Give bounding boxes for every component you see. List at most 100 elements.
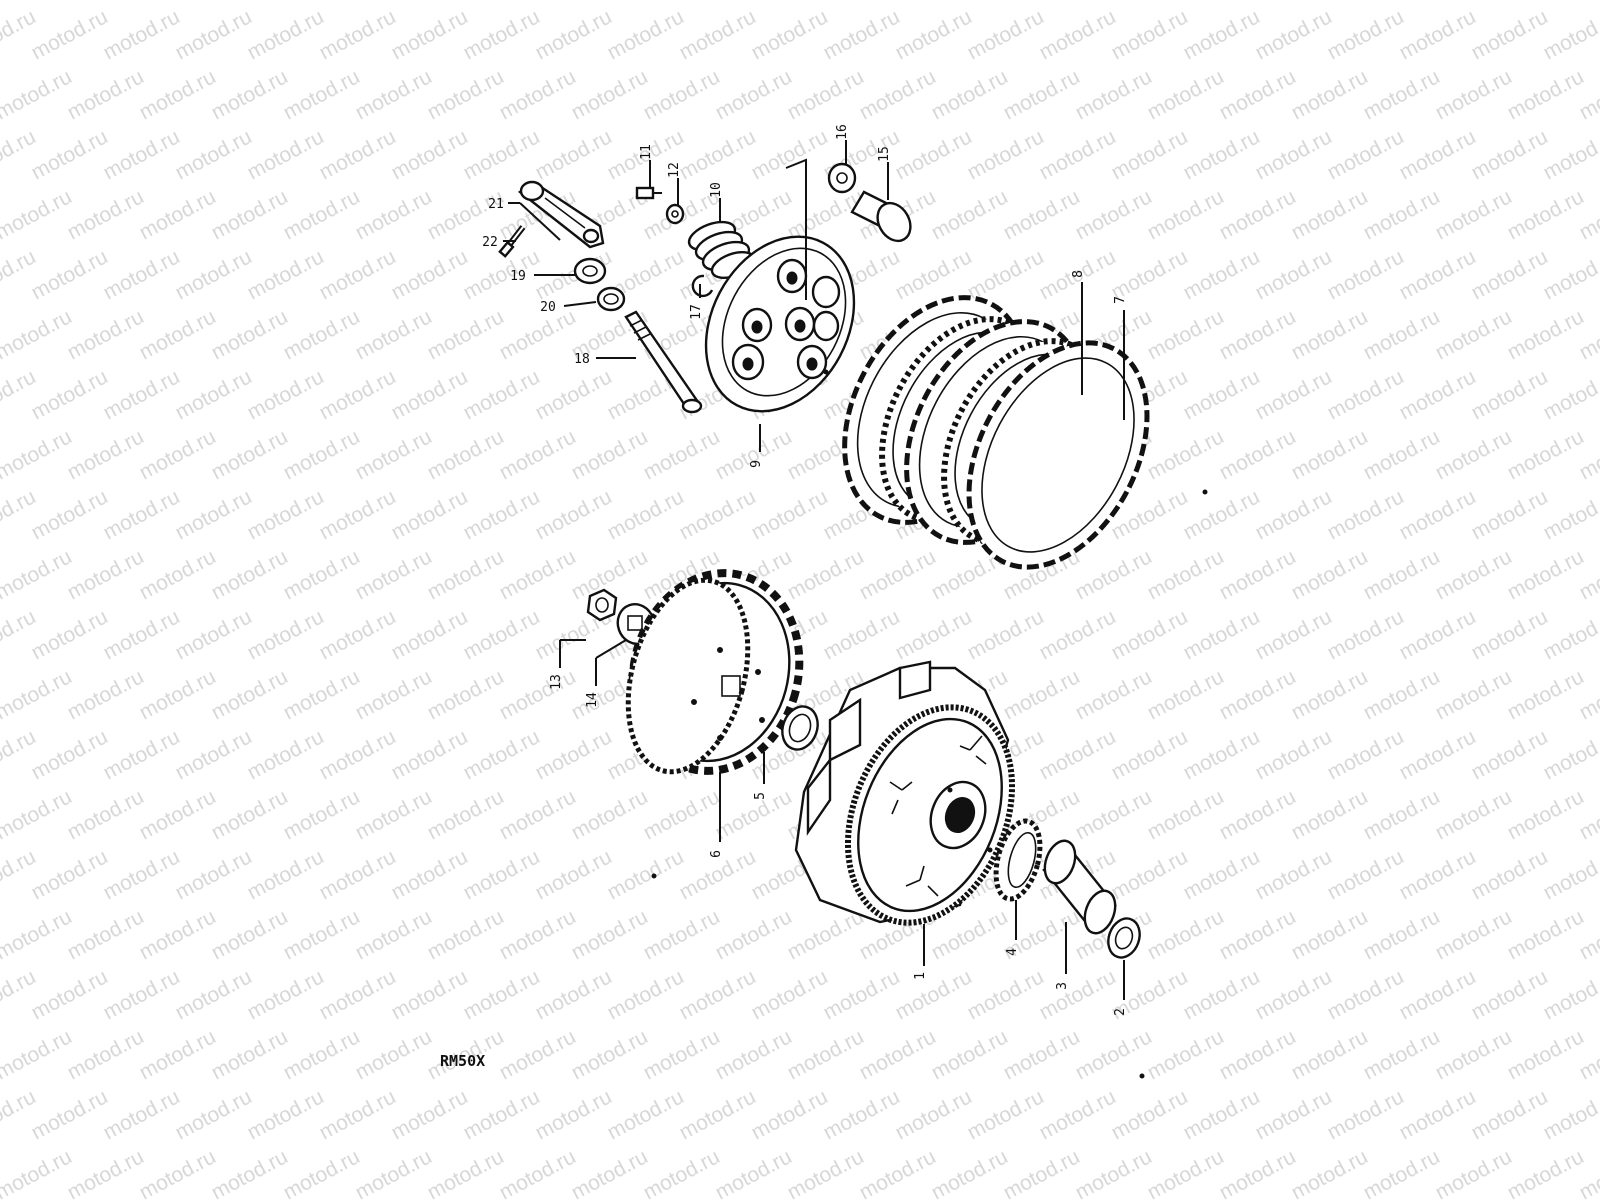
watermark-text: motod.ru bbox=[748, 125, 832, 184]
watermark-text: motod.ru bbox=[424, 785, 508, 844]
watermark-text: motod.ru bbox=[100, 485, 184, 544]
watermark-text: motod.ru bbox=[1252, 845, 1336, 904]
watermark-text: motod.ru bbox=[1324, 485, 1408, 544]
watermark-text: motod.ru bbox=[172, 365, 256, 424]
watermark-text: motod.ru bbox=[892, 965, 976, 1024]
watermark-text: motod.ru bbox=[136, 545, 220, 604]
watermark-text: motod.ru bbox=[64, 665, 148, 724]
watermark-text: motod.ru bbox=[1432, 785, 1516, 844]
watermark-text: motod.ru bbox=[208, 185, 292, 244]
watermark-text: motod.ru bbox=[532, 485, 616, 544]
watermark-text: motod.ru bbox=[1252, 125, 1336, 184]
watermark-text: motod.ru bbox=[280, 905, 364, 964]
watermark-text: motod.ru bbox=[1468, 965, 1552, 1024]
watermark-text: motod.ru bbox=[1144, 785, 1228, 844]
watermark-text: motod.ru bbox=[1396, 845, 1480, 904]
watermark-text: motod.ru bbox=[1576, 0, 1600, 4]
watermark-text: motod.ru bbox=[1000, 0, 1084, 4]
watermark-text: motod.ru bbox=[1288, 1025, 1372, 1084]
watermark-text: motod.ru bbox=[352, 425, 436, 484]
watermark-text: motod.ru bbox=[1000, 1145, 1084, 1200]
watermark-text: motod.ru bbox=[1144, 905, 1228, 964]
watermark-text: motod.ru bbox=[1432, 185, 1516, 244]
callout-13: 13 bbox=[549, 674, 564, 690]
watermark-text: motod.ru bbox=[748, 965, 832, 1024]
watermark-text: motod.ru bbox=[1216, 1025, 1300, 1084]
watermark-text: motod.ru bbox=[388, 845, 472, 904]
watermark-text: motod.ru bbox=[100, 845, 184, 904]
watermark-text: motod.ru bbox=[1324, 845, 1408, 904]
watermark-text: motod.ru bbox=[1108, 1085, 1192, 1144]
watermark-text: motod.ru bbox=[604, 485, 688, 544]
watermark-text: motod.ru bbox=[1396, 725, 1480, 784]
watermark-text: motod.ru bbox=[1036, 725, 1120, 784]
watermark-text: motod.ru bbox=[712, 1145, 796, 1200]
watermark-text: motod.ru bbox=[820, 5, 904, 64]
watermark-text: motod.ru bbox=[928, 0, 1012, 4]
watermark-text: motod.ru bbox=[1432, 665, 1516, 724]
watermark-text: motod.ru bbox=[604, 845, 688, 904]
watermark-text: motod.ru bbox=[208, 1145, 292, 1200]
watermark-text: motod.ru bbox=[1504, 1145, 1588, 1200]
watermark-text: motod.ru bbox=[352, 185, 436, 244]
part-2-washer bbox=[1107, 917, 1141, 959]
callout-9: 9 bbox=[749, 460, 764, 468]
watermark-text: motod.ru bbox=[1432, 545, 1516, 604]
watermark-text: motod.ru bbox=[1252, 605, 1336, 664]
watermark-text: motod.ru bbox=[1144, 545, 1228, 604]
watermark-text: motod.ru bbox=[712, 425, 796, 484]
watermark-text: motod.ru bbox=[1324, 5, 1408, 64]
watermark-text: motod.ru bbox=[568, 1025, 652, 1084]
watermark-text: motod.ru bbox=[388, 245, 472, 304]
watermark-text: motod.ru bbox=[676, 5, 760, 64]
watermark-text: motod.ru bbox=[352, 1025, 436, 1084]
watermark-text: motod.ru bbox=[0, 905, 76, 964]
watermark-text: motod.ru bbox=[1504, 545, 1588, 604]
watermark-text: motod.ru bbox=[1504, 305, 1588, 364]
watermark-text: motod.ru bbox=[1468, 725, 1552, 784]
watermark-text: motod.ru bbox=[388, 725, 472, 784]
watermark-text: motod.ru bbox=[532, 845, 616, 904]
watermark-text: motod.ru bbox=[1000, 665, 1084, 724]
watermark-text: motod.ru bbox=[532, 5, 616, 64]
part-22-bolt bbox=[498, 225, 526, 258]
watermark-text: motod.ru bbox=[604, 965, 688, 1024]
watermark-text: motod.ru bbox=[208, 665, 292, 724]
watermark-text: motod.ru bbox=[424, 425, 508, 484]
watermark-text: motod.ru bbox=[712, 1025, 796, 1084]
watermark-text: motod.ru bbox=[0, 785, 76, 844]
watermark-text: motod.ru bbox=[460, 725, 544, 784]
part-7-8-clutch-plates bbox=[842, 295, 1150, 570]
callout-14: 14 bbox=[585, 692, 600, 708]
watermark-text: motod.ru bbox=[1432, 0, 1516, 4]
part-12-washer bbox=[665, 203, 685, 225]
watermark-text: motod.ru bbox=[1144, 1025, 1228, 1084]
callout-16: 16 bbox=[835, 124, 850, 140]
leader-lines bbox=[503, 140, 1125, 1000]
watermark-text: motod.ru bbox=[424, 0, 508, 4]
watermark-text: motod.ru bbox=[172, 245, 256, 304]
watermark-text: motod.ru bbox=[568, 785, 652, 844]
watermark-text: motod.ru bbox=[1072, 65, 1156, 124]
watermark-text: motod.ru bbox=[676, 965, 760, 1024]
watermark-text: motod.ru bbox=[136, 905, 220, 964]
watermark-text: motod.ru bbox=[388, 485, 472, 544]
callout-17: 17 bbox=[689, 304, 704, 320]
watermark-text: motod.ru bbox=[244, 965, 328, 1024]
watermark-text: motod.ru bbox=[892, 1085, 976, 1144]
watermark-text: motod.ru bbox=[316, 365, 400, 424]
watermark-text: motod.ru bbox=[424, 545, 508, 604]
watermark-text: motod.ru bbox=[1216, 785, 1300, 844]
watermark-text: motod.ru bbox=[1252, 485, 1336, 544]
part-15-pin bbox=[850, 190, 912, 243]
watermark-text: motod.ru bbox=[640, 425, 724, 484]
watermark-text: motod.ru bbox=[388, 125, 472, 184]
watermark-text: motod.ru bbox=[172, 605, 256, 664]
watermark-text: motod.ru bbox=[1432, 1145, 1516, 1200]
watermark-text: motod.ru bbox=[280, 185, 364, 244]
watermark-text: motod.ru bbox=[1180, 845, 1264, 904]
watermark-text: motod.ru bbox=[1036, 605, 1120, 664]
watermark-text: motod.ru bbox=[892, 5, 976, 64]
